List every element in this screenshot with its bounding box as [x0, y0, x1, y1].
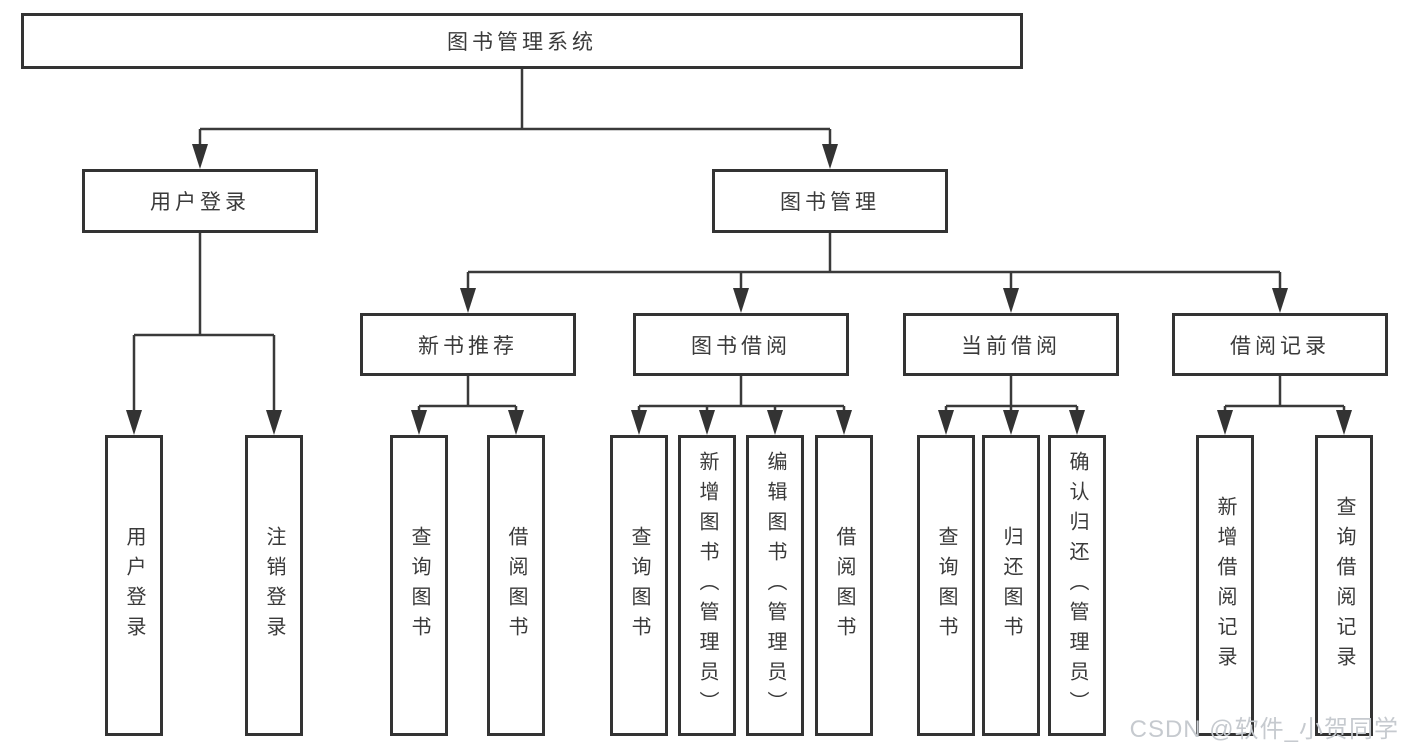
leaf-add-book-admin: 新增图书（管理员）	[678, 435, 736, 736]
watermark: CSDN @软件_小贺同学	[1129, 716, 1399, 743]
node-new-book-recommend-label: 新书推荐	[418, 334, 518, 358]
leaf-current-query-book-label: 查询图书	[935, 525, 957, 646]
leaf-current-query-book: 查询图书	[917, 435, 975, 736]
leaf-edit-book-admin: 编辑图书（管理员）	[746, 435, 804, 736]
leaf-confirm-return-admin-label: 确认归还（管理员）	[1066, 450, 1088, 721]
leaf-logout: 注销登录	[245, 435, 303, 736]
leaf-recommend-query-book-label: 查询图书	[408, 525, 430, 646]
leaf-return-book: 归还图书	[982, 435, 1040, 736]
leaf-borrow-book: 借阅图书	[815, 435, 873, 736]
node-borrow-record: 借阅记录	[1172, 313, 1388, 376]
leaf-confirm-return-admin: 确认归还（管理员）	[1048, 435, 1106, 736]
leaf-add-borrow-record-label: 新增借阅记录	[1214, 495, 1236, 676]
arrow-down-icon	[126, 144, 1352, 435]
node-current-borrow-label: 当前借阅	[961, 334, 1061, 358]
leaf-recommend-query-book: 查询图书	[390, 435, 448, 736]
leaf-borrow-query-book: 查询图书	[610, 435, 668, 736]
leaf-borrow-query-book-label: 查询图书	[628, 525, 650, 646]
leaf-recommend-borrow-book: 借阅图书	[487, 435, 545, 736]
leaf-edit-book-admin-label: 编辑图书（管理员）	[764, 450, 786, 721]
node-user-login-label: 用户登录	[150, 191, 250, 214]
node-user-login: 用户登录	[82, 169, 318, 233]
node-book-borrow: 图书借阅	[633, 313, 849, 376]
leaf-user-login: 用户登录	[105, 435, 163, 736]
leaf-user-login-label: 用户登录	[123, 525, 145, 646]
leaf-query-borrow-record-label: 查询借阅记录	[1333, 495, 1355, 676]
node-book-management-label: 图书管理	[780, 191, 880, 214]
node-new-book-recommend: 新书推荐	[360, 313, 576, 376]
node-root-system: 图书管理系统	[21, 13, 1023, 69]
leaf-add-book-admin-label: 新增图书（管理员）	[696, 450, 718, 721]
leaf-add-borrow-record: 新增借阅记录	[1196, 435, 1254, 736]
leaf-logout-label: 注销登录	[263, 525, 285, 646]
node-current-borrow: 当前借阅	[903, 313, 1119, 376]
node-root-system-label: 图书管理系统	[447, 31, 597, 54]
leaf-recommend-borrow-book-label: 借阅图书	[505, 525, 527, 646]
node-borrow-record-label: 借阅记录	[1230, 334, 1330, 358]
node-book-management: 图书管理	[712, 169, 948, 233]
leaf-return-book-label: 归还图书	[1000, 525, 1022, 646]
leaf-borrow-book-label: 借阅图书	[833, 525, 855, 646]
leaf-query-borrow-record: 查询借阅记录	[1315, 435, 1373, 736]
node-book-borrow-label: 图书借阅	[691, 334, 791, 358]
